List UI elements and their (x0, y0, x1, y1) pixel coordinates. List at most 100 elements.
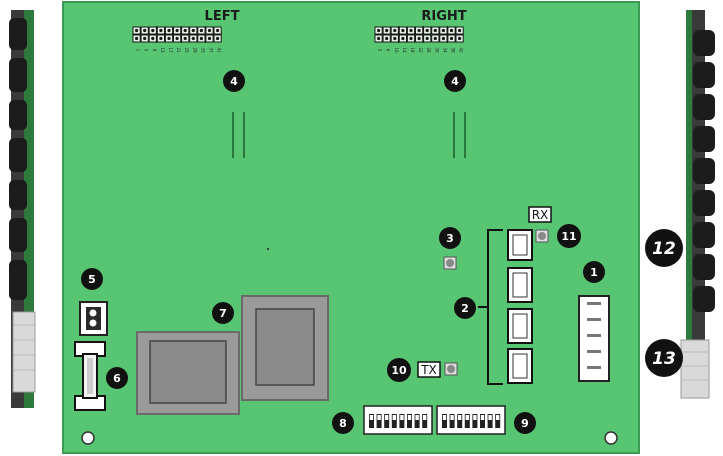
callout-7: 7 (212, 302, 234, 324)
pin-hole (418, 29, 421, 32)
pin-number: 41 (217, 47, 222, 53)
rx-label: RX (532, 208, 549, 222)
pin-number: 22 (418, 47, 423, 53)
dip-switch-9 (437, 406, 505, 434)
pin-hole (434, 37, 437, 40)
right-side-view (681, 10, 715, 398)
pin-hole (442, 37, 445, 40)
svg-text:2: 2 (461, 302, 469, 315)
pin-number: 17 (168, 47, 173, 53)
svg-text:4: 4 (451, 75, 459, 88)
dip-toggle (450, 415, 453, 420)
pin-number: 37 (209, 47, 214, 53)
pin-hole (450, 29, 453, 32)
led-tx (445, 363, 457, 375)
dip-toggle (370, 415, 373, 420)
pin-number: 9 (152, 49, 157, 52)
svg-text:4: 4 (230, 75, 238, 88)
svg-text:1: 1 (590, 266, 598, 279)
dip-toggle (393, 415, 396, 420)
dip-toggle (423, 415, 426, 420)
pin-hole (176, 29, 179, 32)
svg-text:3: 3 (446, 232, 454, 245)
pin-hole (184, 37, 187, 40)
pin-number: 13 (160, 47, 165, 53)
pin-hole (426, 37, 429, 40)
dip-toggle (385, 415, 388, 420)
pin-number: 29 (192, 47, 197, 53)
dip-switch-8 (364, 406, 432, 434)
svg-text:13: 13 (652, 349, 676, 369)
callout-4-left: 4 (223, 70, 245, 92)
pin-hole (216, 37, 219, 40)
mounting-hole-left (82, 432, 94, 444)
led-rx (536, 230, 548, 242)
pin-hole (409, 29, 412, 32)
svg-text:6: 6 (113, 372, 121, 385)
pin-hole (151, 37, 154, 40)
pin-hole (192, 37, 195, 40)
pin-number: 30 (434, 47, 439, 53)
pin-hole (393, 29, 396, 32)
dip-toggle (458, 415, 461, 420)
dip-body (437, 406, 505, 434)
right-header-label: RIGHT (421, 9, 466, 24)
dip-toggle (415, 415, 418, 420)
pin-hole (200, 29, 203, 32)
callout-12: 12 (645, 229, 683, 267)
callout-11: 11 (557, 224, 581, 248)
tx-label: TX (420, 363, 437, 377)
pin-number: 25 (184, 47, 189, 53)
pin-hole (200, 37, 203, 40)
pin-hole (135, 29, 138, 32)
callout-5: 5 (81, 268, 103, 290)
pin-number: 38 (451, 47, 456, 53)
dip-toggle (481, 415, 484, 420)
left-pin-header (133, 26, 221, 43)
callout-1: 1 (583, 261, 605, 283)
dip-toggle (473, 415, 476, 420)
pin-hole (393, 37, 396, 40)
callout-10: 10 (387, 358, 411, 382)
pin-number: 10 (394, 47, 399, 53)
pin-number: 18 (410, 47, 415, 53)
board-dot (267, 248, 269, 250)
transformer-small (242, 296, 328, 400)
dip-toggle (496, 415, 499, 420)
pin-number: 26 (426, 47, 431, 53)
pin-hole (159, 29, 162, 32)
led-3 (444, 257, 456, 269)
svg-text:9: 9 (521, 417, 529, 430)
callout-8: 8 (332, 412, 354, 434)
pin-hole (458, 29, 461, 32)
pin-hole (418, 37, 421, 40)
svg-text:11: 11 (561, 230, 576, 243)
callout-2: 2 (454, 297, 476, 319)
svg-text:12: 12 (652, 239, 676, 259)
mounting-hole-right (605, 432, 617, 444)
pin-number: 5 (144, 49, 149, 52)
dip-toggle (408, 415, 411, 420)
dip-toggle (400, 415, 403, 420)
pin-hole (208, 29, 211, 32)
pin-hole (401, 29, 404, 32)
pin-hole (385, 37, 388, 40)
pin-number: 6 (386, 49, 391, 52)
callout-9: 9 (514, 412, 536, 434)
power-connector (80, 302, 107, 335)
pin-hole (385, 29, 388, 32)
svg-text:10: 10 (391, 364, 407, 377)
pin-hole (442, 29, 445, 32)
pin-hole (143, 29, 146, 32)
pin-hole (216, 29, 219, 32)
pin-hole (409, 37, 412, 40)
dip-toggle (466, 415, 469, 420)
callout-13: 13 (645, 339, 683, 377)
pin-hole (458, 37, 461, 40)
pin-hole (434, 29, 437, 32)
pin-hole (401, 37, 404, 40)
pin-number: 34 (442, 47, 447, 53)
dip-toggle (443, 415, 446, 420)
transformer-large (137, 332, 239, 414)
